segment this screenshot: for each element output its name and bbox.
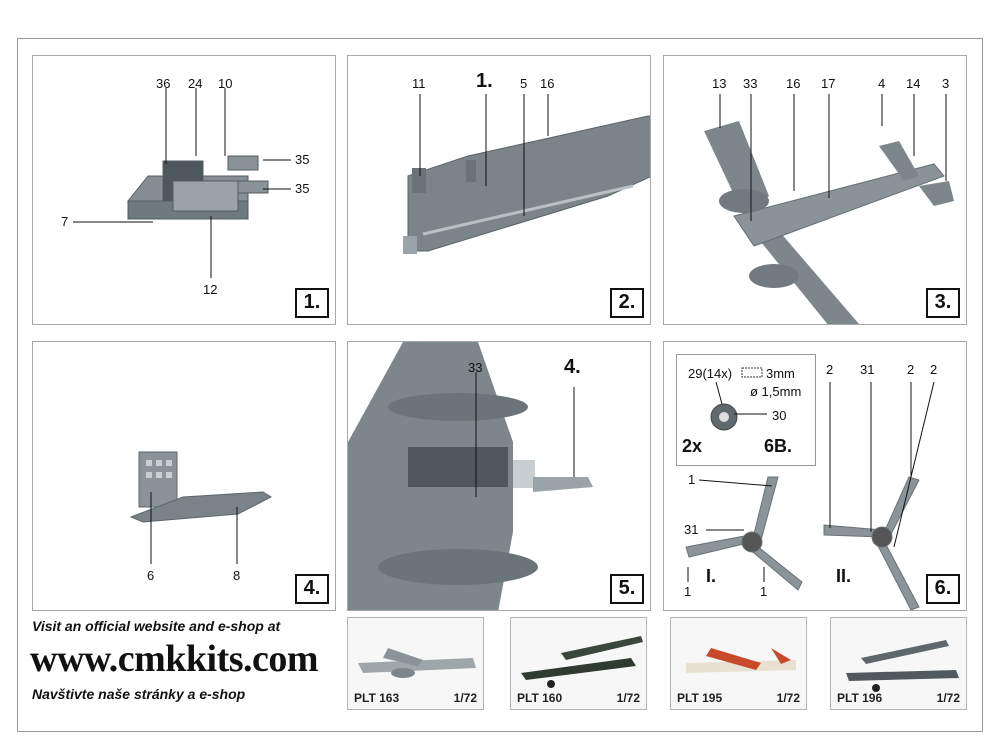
callout-31-i: 31: [684, 522, 699, 537]
callout-36: 36: [156, 76, 171, 91]
callout-12: 12: [203, 282, 218, 297]
callout-10: 10: [218, 76, 233, 91]
callout-16: 16: [786, 76, 801, 91]
step-panel-3: 13 33 16 17 4 14 3 3.: [663, 55, 967, 325]
product-thumb-4[interactable]: PLT 196 1/72: [830, 617, 967, 710]
callout-35-lower: 35: [295, 181, 310, 196]
page-frame: [17, 38, 983, 732]
step-panel-2: 11 1. 5 16 2.: [347, 55, 651, 325]
callout-11: 11: [412, 76, 426, 91]
website-link[interactable]: www.cmkkits.com: [30, 638, 319, 680]
visit-text: Visit an official website and e-shop at: [32, 618, 281, 634]
callout-2-c: 2: [930, 362, 938, 377]
callout-16: 16: [540, 76, 555, 91]
product-scale: 1/72: [936, 691, 960, 705]
nacelle-part-drawing: [129, 451, 273, 564]
cockpit-part-drawing: [73, 88, 291, 278]
callout-5: 5: [520, 76, 528, 91]
step-panel-6: 29(14x) 3mm ø 1,5mm 30 2x 6B. 2 31 2 2 1…: [663, 341, 967, 611]
aircraft-thumbnail: [521, 636, 643, 688]
step-panel-1: 36 24 10 35 35 7 12 1.: [32, 55, 336, 325]
callout-7: 7: [61, 214, 69, 229]
callout-4: 4: [878, 76, 886, 91]
product-thumb-3[interactable]: PLT 195 1/72: [670, 617, 807, 710]
callout-6: 6: [147, 568, 155, 583]
callout-24: 24: [188, 76, 203, 91]
product-code: PLT 195: [677, 691, 723, 705]
aircraft-thumbnail: [358, 648, 476, 678]
callout-14: 14: [906, 76, 921, 91]
propeller-drawing: [685, 367, 935, 610]
callout-17: 17: [821, 76, 836, 91]
engine-inset: [676, 354, 816, 466]
label-quantity: 2x: [682, 436, 703, 456]
label-diameter: ø 1,5mm: [750, 384, 802, 399]
callout-1-top: 1: [688, 472, 696, 487]
wing-center-drawing: [348, 342, 593, 610]
step-number: 5.: [610, 574, 644, 604]
callout-33: 33: [743, 76, 758, 91]
step-number: 6.: [926, 574, 960, 604]
step-number: 3.: [926, 288, 960, 318]
callout-35-upper: 35: [295, 152, 310, 167]
product-code: PLT 160: [517, 691, 563, 705]
callout-2-a: 2: [826, 362, 834, 377]
label-part-6b: 6B.: [764, 436, 793, 456]
callout-1-left: 1: [684, 584, 692, 599]
product-scale: 1/72: [776, 691, 800, 705]
product-scale: 1/72: [453, 691, 477, 705]
product-scale: 1/72: [616, 691, 640, 705]
callout-3: 3: [942, 76, 950, 91]
step-number: 4.: [295, 574, 329, 604]
czech-visit-text: Navštivte naše stránky a e-shop: [32, 686, 246, 702]
fuselage-half-drawing: [403, 94, 650, 254]
callout-30: 30: [772, 408, 787, 423]
aircraft-thumbnail: [846, 640, 959, 692]
step-panel-5: 33 4. 5.: [347, 341, 651, 611]
step-number: 2.: [610, 288, 644, 318]
product-code: PLT 163: [354, 691, 400, 705]
callout-1-right: 1: [760, 584, 768, 599]
aircraft-thumbnail: [686, 648, 796, 673]
callout-step-1: 1.: [476, 70, 493, 92]
callout-13: 13: [712, 76, 727, 91]
label-length: 3mm: [766, 366, 795, 381]
step-number: 1.: [295, 288, 329, 318]
callout-31-ii: 31: [860, 362, 875, 377]
callout-step-4: 4.: [564, 356, 581, 378]
variant-ii: II.: [836, 566, 852, 586]
callout-2-b: 2: [907, 362, 915, 377]
callout-8: 8: [233, 568, 241, 583]
product-code: PLT 196: [837, 691, 883, 705]
product-thumb-2[interactable]: PLT 160 1/72: [510, 617, 647, 710]
variant-i: I.: [706, 566, 717, 586]
product-thumb-1[interactable]: PLT 163 1/72: [347, 617, 484, 710]
callout-33: 33: [468, 360, 483, 375]
airframe-drawing: [704, 94, 954, 324]
callout-29: 29(14x): [688, 366, 733, 381]
step-panel-4: 6 8 4.: [32, 341, 336, 611]
